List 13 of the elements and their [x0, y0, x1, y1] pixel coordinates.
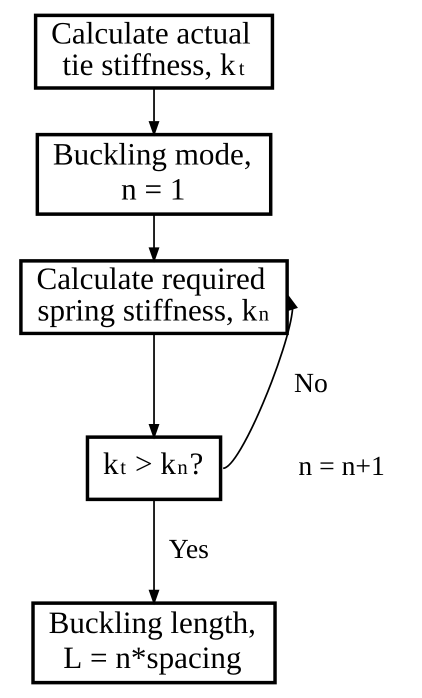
arrow	[148, 500, 159, 606]
edge-label: Yes	[168, 532, 208, 564]
arrow	[148, 334, 159, 440]
node-box: Buckling length, L = n*spacing	[30, 601, 276, 684]
label: n = n+1	[298, 450, 384, 481]
node-box: kt > kn?	[85, 435, 222, 502]
node-box: Calculate required spring stiffness, kn	[18, 259, 288, 336]
arrow	[148, 88, 159, 137]
node-box: Calculate actual tie stiffness, kt	[33, 14, 274, 90]
arrow	[148, 214, 159, 263]
arrow	[222, 294, 298, 470]
node-box: Buckling mode, n = 1	[35, 132, 272, 216]
edge-label: No	[294, 366, 328, 398]
